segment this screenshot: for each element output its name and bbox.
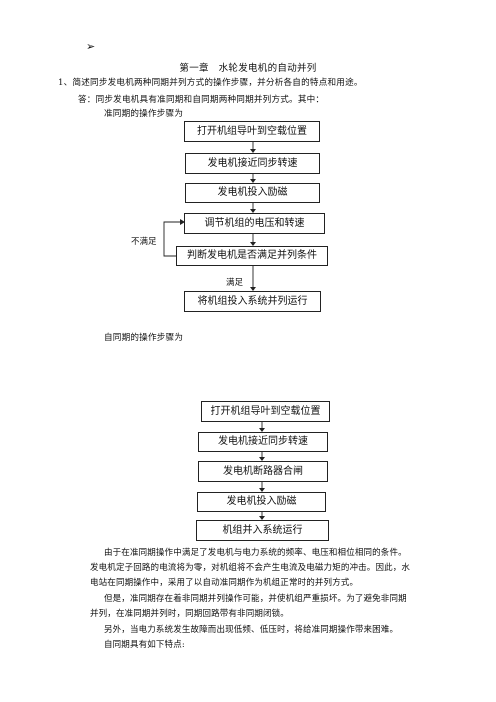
arrowhead (250, 149, 256, 153)
quasi-sync-heading: 准同期的操作步骤为 (104, 109, 184, 119)
arrowhead (259, 516, 265, 520)
flow1-step-adjust-voltage-speed: 调节机组的电压和转速 (184, 213, 325, 234)
flow2-step-breaker-close: 发电机断路器合闸 (198, 461, 328, 482)
label-satisfied: 满足 (226, 278, 244, 288)
flow1-step-parallel-operation: 将机组投入系统并列运行 (184, 291, 321, 312)
paragraph-line: 自同期具有如下特点: (104, 640, 185, 650)
paragraph-line: 并列，在准同期并列时，同期回路带有非同期闭锁。 (90, 609, 289, 619)
arrowhead (250, 179, 256, 183)
label-not-satisfied: 不满足 (131, 237, 157, 247)
paragraph-line: 电站在同期操作中，采用了以自动准同期作为机组正常时的并列方式。 (90, 578, 359, 588)
flow1-step-open-guide-vanes: 打开机组导叶到空载位置 (184, 121, 320, 142)
paragraph-line: 但是，准同期存在着非同期并列操作可能，并使机组严重损坏。为了避免非同期 (104, 594, 407, 604)
flow2-step-excitation: 发电机投入励磁 (197, 492, 326, 512)
arrowhead (259, 488, 265, 492)
flow2-step-join-system: 机组并入系统运行 (196, 520, 329, 541)
arrowhead (259, 428, 265, 432)
arrowhead (259, 457, 265, 461)
paragraph-line: 另外，当电力系统发生故障而出现低频、低压时，将给准同期操作带来困难。 (104, 625, 399, 635)
flow1-step-near-sync-speed: 发电机接近同步转速 (185, 153, 320, 174)
bullet-arrow-icon: ➢ (86, 40, 96, 53)
flow2-step-near-sync-speed: 发电机接近同步转速 (198, 432, 328, 452)
flow2-step-open-guide-vanes: 打开机组导叶到空载位置 (201, 401, 330, 422)
paragraph-line: 由于在准同期操作中满足了发电机与电力系统的频率、电压和相位相同的条件。 (104, 548, 407, 558)
arrowhead (250, 287, 256, 291)
flow1-step-excitation: 发电机投入励磁 (185, 183, 320, 203)
arrowhead (250, 209, 256, 213)
arrowhead (180, 219, 185, 225)
answer-intro: 答：同步发电机具有准同期和自同期两种同期并列方式。其中： (78, 95, 325, 105)
arrowhead (250, 242, 256, 246)
self-sync-heading: 自同期的操作步骤为 (104, 333, 184, 343)
feedback-loop-line (163, 221, 184, 257)
chapter-title: 第一章 水轮发电机的自动并列 (179, 63, 317, 74)
paragraph-line: 发电机定子回路的电流将为零，对机组将不会产生电流及电磁力矩的冲击。因此，水 (90, 563, 411, 573)
question-text: 1、简述同步发电机两种同期并列方式的操作步骤，并分析各自的特点和用途。 (58, 78, 363, 88)
flow1-step-check-conditions: 判断发电机是否满足并列条件 (176, 246, 328, 266)
